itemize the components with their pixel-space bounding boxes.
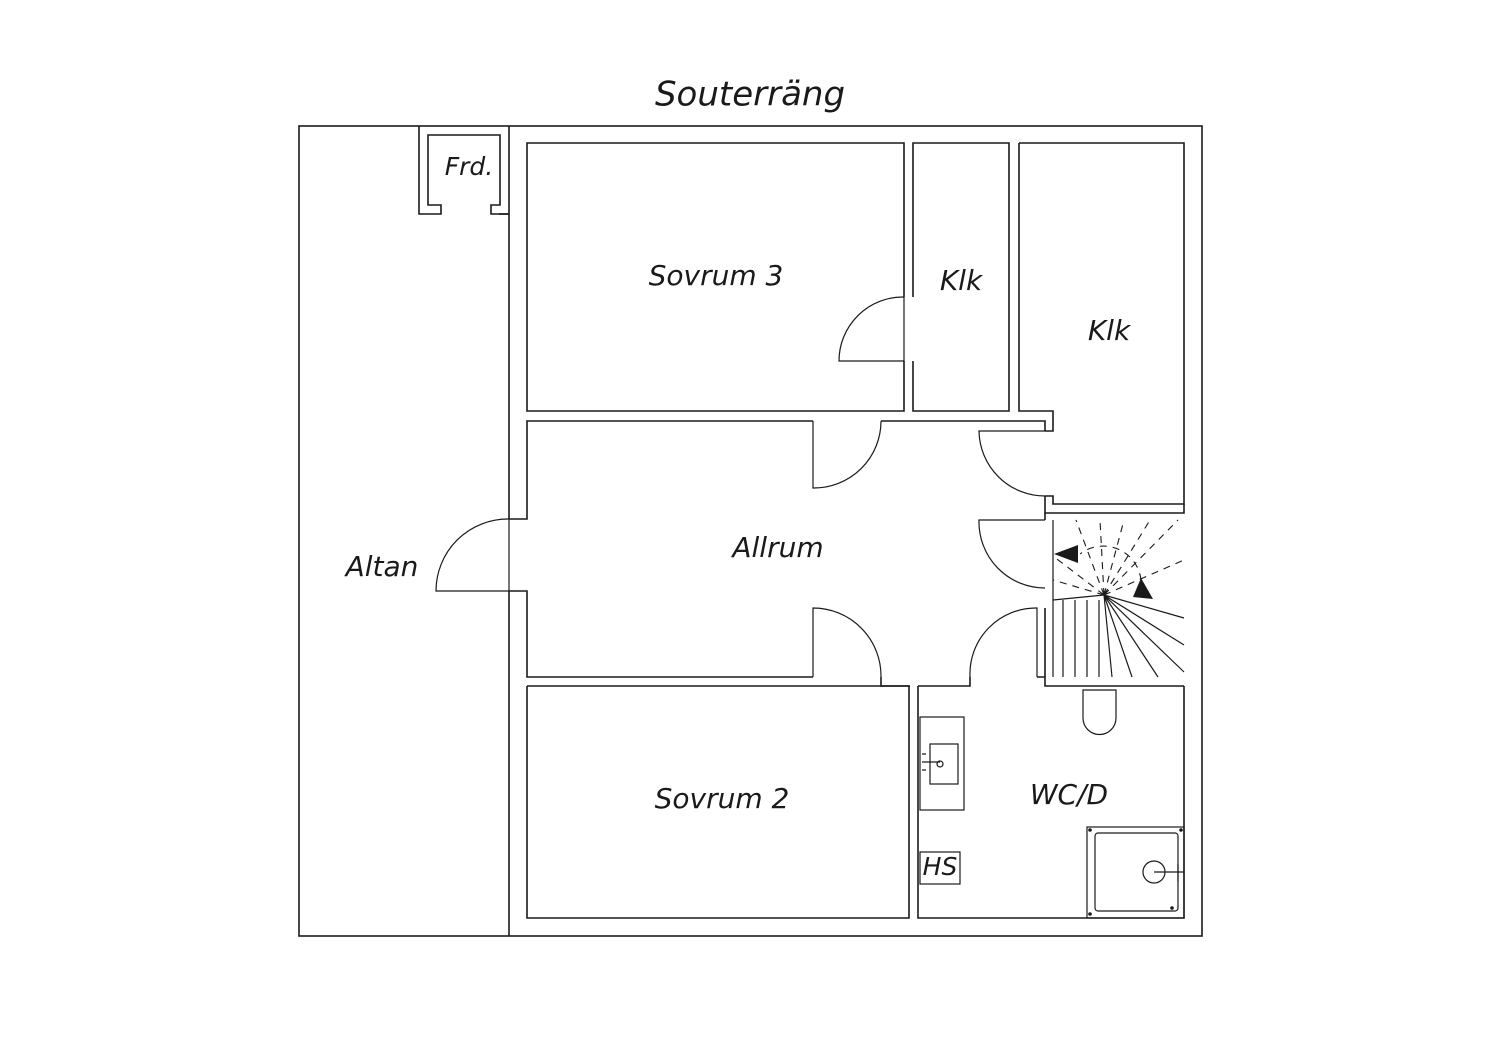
klk2-walls	[1018, 142, 1185, 505]
room-label-sovrum3: Sovrum 3	[649, 259, 784, 292]
door-sovrum3	[838, 296, 905, 362]
exterior-outline	[298, 125, 1203, 937]
door-altan	[435, 518, 510, 592]
door-stair	[978, 519, 1046, 589]
door-allrum-top	[812, 420, 882, 489]
room-label-hs: HS	[923, 852, 958, 881]
wcd-walls	[917, 686, 1185, 919]
sovrum3-walls	[526, 142, 905, 412]
room-label-altan: Altan	[344, 550, 419, 583]
room-label-frd: Frd.	[445, 152, 493, 181]
toilet	[1082, 689, 1117, 736]
door-klk2	[978, 430, 1046, 497]
klk1-walls	[912, 142, 1010, 412]
room-label-klk2: Klk	[1088, 314, 1132, 347]
frd-closet	[418, 126, 510, 215]
plan-title: Souterräng	[655, 75, 845, 115]
hs-unit	[919, 851, 961, 885]
sovrum2-walls	[526, 685, 910, 919]
sink	[919, 716, 965, 811]
room-label-allrum: Allrum	[730, 531, 823, 564]
room-label-sovrum2: Sovrum 2	[655, 782, 790, 815]
allrum-walls	[509, 420, 1185, 687]
altan-divider-wall	[499, 213, 510, 936]
room-label-klk1: Klk	[940, 264, 984, 297]
room-label-wcd: WC/D	[1030, 778, 1108, 811]
door-wcd	[969, 607, 1038, 678]
staircase	[1052, 519, 1185, 678]
door-allrum-bottom	[812, 607, 882, 678]
shower	[1086, 826, 1185, 919]
